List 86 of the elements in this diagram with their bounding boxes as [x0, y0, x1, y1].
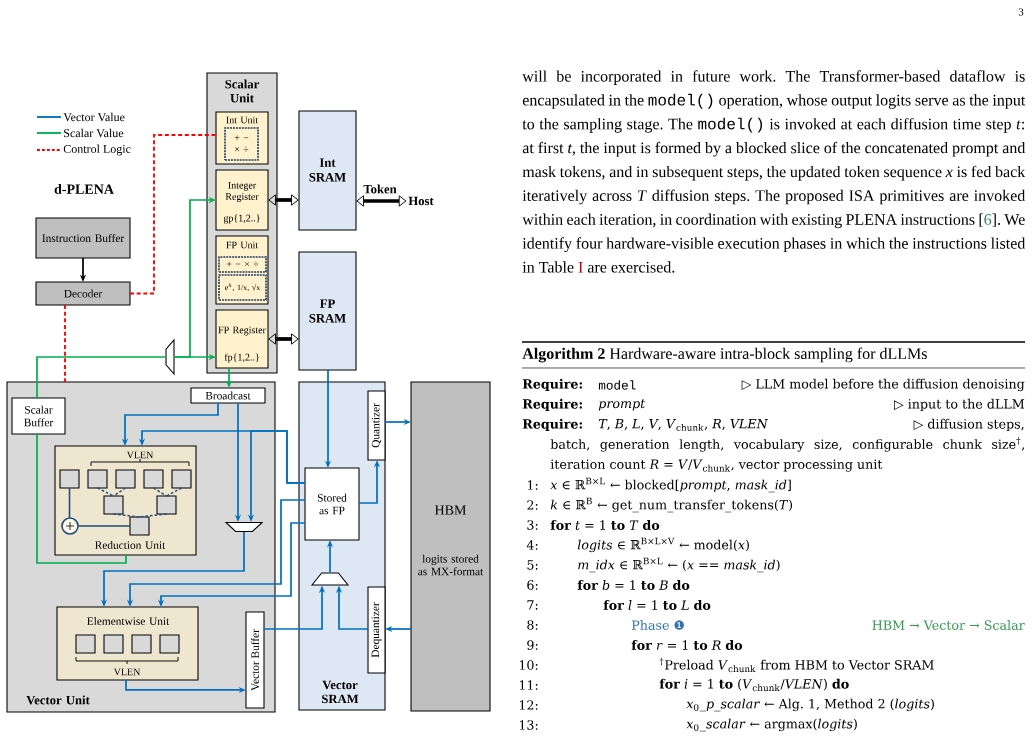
double-arrow [268, 333, 299, 345]
line-number: 8: [527, 620, 538, 630]
label: within each iteration, in coordination with existing PLENA instructions [ [522, 213, 984, 229]
page-number: 3 [1018, 8, 1024, 16]
connector-line [36, 433, 127, 564]
algorithm-line: model [598, 380, 636, 390]
algorithm-line: k ∈ ℝ$^{B}$ ← get_num_transfer_tokens(T) [550, 497, 792, 513]
connector-line [36, 356, 167, 399]
double-arrow [356, 195, 407, 207]
comment: HBM → Vector → Scalar [872, 620, 1025, 630]
storage-box: Stored as FP [304, 467, 360, 541]
label: iteratively across T diffusion steps. The proposed ISA primitives are invoked [522, 189, 1026, 205]
label: ]. We [992, 213, 1025, 227]
line-number: 10: [519, 660, 538, 670]
label: model() [698, 117, 763, 133]
algorithm-line: prompt [598, 399, 646, 411]
quantizer-box: Quantizer [367, 390, 386, 461]
line-number: 6: [527, 580, 538, 590]
connector-line [129, 134, 217, 295]
legend-item: Vector Value [36, 112, 125, 122]
sram-block: Int SRAM [298, 110, 357, 231]
double-arrow [268, 194, 299, 206]
dequantizer-box: Dequantizer [367, 586, 386, 674]
algorithm-line: x$_{0}$_p_scalar ← Alg. 1, Method 2 (logits) [686, 698, 934, 712]
comment: ▷ diffusion steps, [913, 418, 1024, 432]
host-label: Host [408, 196, 434, 206]
label: is invoked at each diffusion time step t: [769, 117, 1024, 133]
line-number: 13: [519, 720, 538, 730]
algorithm-line: logits ∈ ℝ$^{B×L×V}$ ← model(x) [577, 537, 749, 553]
line-number: 12: [519, 700, 538, 710]
phase-label: Phase ❶ [631, 620, 684, 630]
sram-block: FP SRAM [298, 251, 357, 371]
operator-box: + − × ÷ [224, 127, 259, 161]
function-box: e$^{x}$, 1/x, √x [218, 274, 267, 301]
label: operation, whose output logits serve as the input [719, 94, 1026, 109]
operator-box: + − × ÷ [218, 256, 267, 273]
keyword: Require: [522, 418, 582, 432]
line-number: 4: [526, 540, 538, 550]
legend-item: Control Logic [36, 144, 131, 156]
algorithm-line: for t = 1 to T do [550, 520, 660, 530]
hbm-block: HBM logits stored as MX-format [410, 381, 491, 712]
algorithm-title: Algorithm 2 Hardware-aware intra-block sampling for dLLMs [522, 347, 927, 363]
buffer-box: Vector Buffer [245, 611, 265, 709]
label: 6 [984, 214, 992, 225]
buffer-box: Instruction Buffer [35, 217, 131, 259]
decoder-box: Decoder [35, 281, 131, 306]
line-number: 2: [527, 500, 538, 510]
comment: ▷ LLM model before the diffusion denoising [741, 378, 1025, 392]
algorithm-line: $^{†}$Preload V$_{chunk}$ from HBM to Vector SRAM [659, 657, 934, 673]
label: encapsulated in the [522, 94, 644, 109]
line-number: 3: [527, 520, 538, 530]
line-number: 5: [527, 560, 538, 570]
broadcast-box: Broadcast [190, 387, 266, 404]
line-number: 1: [527, 480, 538, 490]
label: in Table [522, 261, 574, 273]
label: I [578, 261, 583, 273]
comment: batch, generation length, vocabulary size, configurable chunk size$^{†}$, iteration count R = V/V$_{chunk}$, vector processing unit [550, 437, 1025, 472]
label: to the sampling stage. The [522, 118, 693, 133]
keyword: Require: [522, 398, 582, 412]
algorithm-line: x$_{0}$_scalar ← argmax(logits) [686, 718, 857, 732]
label: will be incorporated in future work. The Transformer-based dataflow is [522, 70, 1025, 85]
paragraph: will be incorporated in future work. The Transformer-based dataflow is encapsulated in the model() operation, whose output logits serve as the input to the sampling stage. The model() is invoked at each diffusion time step t: at first t, the input is formed by a blocked slice of the concatenated prompt and mask tokens, and in subsequent steps, the updated token sequence xis fed back iteratively across T diffusion steps. The proposed ISA primitives are invoked within each iteration, in coordination with existing PLENA instructions [6]. We identify four hardware-visible execution phases in which the instructions listed in Table I are exercised. [522, 70, 1026, 273]
algorithm-line: for r = 1 to R do [631, 640, 743, 650]
label: identify four hardware-visible execution phases in which the instructions listed [522, 237, 1026, 253]
label: mask tokens, and in subsequent steps, the updated token sequence xis fed back [522, 165, 1026, 181]
algorithm-line: m_idx ∈ ℝ$^{B×L}$ ← (x == mask_id) [578, 557, 780, 573]
register-box: Integer Register gp{1,2..} [215, 169, 269, 231]
edge-label: Token [363, 184, 397, 194]
legend-item: Scalar Value [36, 128, 124, 138]
keyword: Require: [522, 378, 582, 392]
algorithm-line: for i = 1 to (V$_{chunk}$/VLEN) do [659, 678, 849, 692]
line-number: 9: [527, 640, 538, 650]
comment: ▷ input to the dLLM [894, 398, 1025, 412]
line-number: 11: [519, 680, 538, 690]
line-number: 7: [527, 600, 538, 610]
algorithm-line: for l = 1 to L do [603, 600, 711, 610]
label: are exercised. [587, 261, 675, 273]
label: model() [648, 93, 713, 109]
label: at first t, the input is formed by a blocked slice of the concatenated prompt and [522, 141, 1026, 157]
connector-line [64, 304, 66, 383]
algorithm-line: x ∈ ℝ$^{B×L}$ ← blocked[prompt, mask_id] [550, 477, 791, 493]
buffer-box: Scalar Buffer [11, 397, 66, 435]
register-box: FP Register fp{1,2..} [215, 309, 269, 369]
algorithm-line: T, B, L, V, V$_{chunk}$, R, VLEN [598, 419, 769, 431]
system-name: d-PLENA [54, 184, 114, 194]
algorithm-line: for b = 1 to B do [577, 580, 690, 590]
